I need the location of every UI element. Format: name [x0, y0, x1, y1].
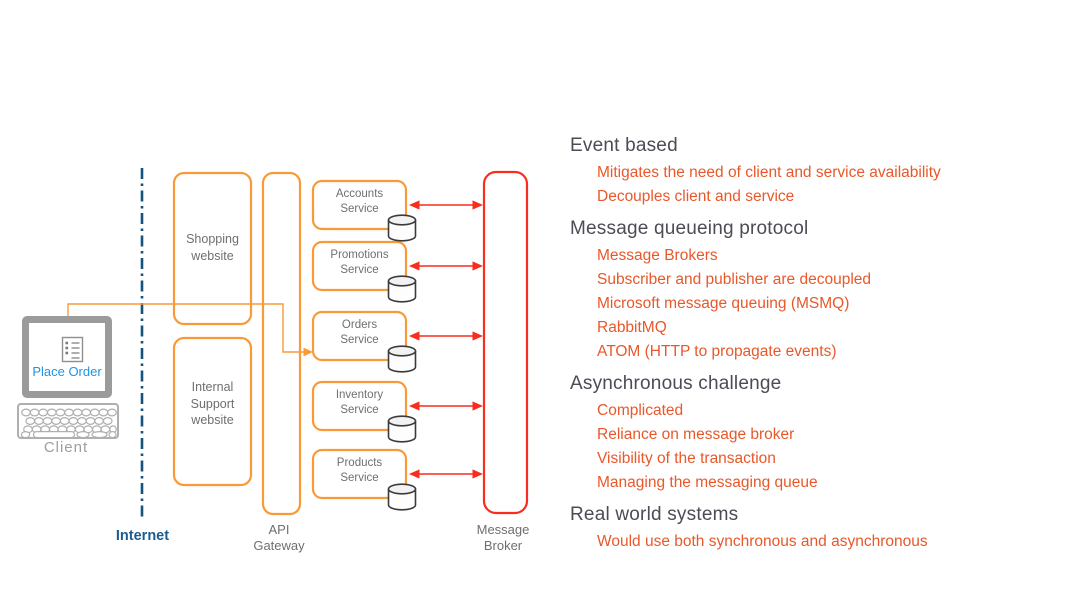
shopping-website-label: Shopping website: [186, 232, 239, 263]
orders-broker-arrow: [409, 331, 483, 341]
keyboard-row-1: [21, 408, 117, 417]
note-item: Subscriber and publisher are decoupled: [597, 271, 872, 288]
keyboard-row-2: [25, 417, 113, 426]
notes-list-message-queueing: Message Brokers Subscriber and publisher…: [570, 244, 1050, 364]
notes-panel: Event based Mitigates the need of client…: [570, 134, 1050, 562]
promotions-service-box: [311, 240, 408, 292]
client-keyboard-icon: [17, 403, 119, 439]
notes-heading-event-based: Event based: [570, 135, 678, 156]
accounts-broker-arrow: [409, 200, 483, 210]
accounts-service-box: [311, 179, 408, 231]
internet-label: Internet: [115, 528, 170, 544]
note-item: Complicated: [597, 402, 684, 419]
inventory-service-label: Inventory Service: [335, 389, 384, 416]
service-broker-arrows: [409, 200, 483, 479]
api-gateway-label: API Gateway: [253, 522, 305, 553]
client-label: Client: [43, 439, 89, 456]
client-monitor-icon: [22, 316, 112, 398]
orders-service-box: [311, 310, 408, 362]
message-broker-label: Message Broker: [476, 522, 530, 553]
internal-support-website-label: Internal Support website: [190, 380, 235, 427]
promotions-service-label: Promotions Service: [330, 249, 389, 276]
notes-heading-asynchronous-challenge: Asynchronous challenge: [570, 373, 782, 394]
note-item: Mitigates the need of client and service…: [597, 164, 941, 181]
service-boxes: [311, 179, 408, 500]
place-order-label: Place Order: [32, 364, 102, 379]
products-broker-arrow: [409, 469, 483, 479]
accounts-db-icon: [387, 214, 417, 242]
orders-service-label: Orders Service: [340, 319, 379, 346]
accounts-service-label: Accounts Service: [335, 188, 384, 215]
database-cylinder-icons: [387, 214, 417, 511]
inventory-broker-arrow: [409, 401, 483, 411]
shopping-website-box: [172, 171, 253, 326]
note-item: Reliance on message broker: [597, 426, 795, 443]
keyboard-row-4: [20, 431, 117, 439]
notes-list-asynchronous-challenge: Complicated Reliance on message broker V…: [570, 399, 1050, 495]
promotions-broker-arrow: [409, 261, 483, 271]
internal-support-website-box: [172, 336, 253, 487]
note-item: Visibility of the transaction: [597, 450, 776, 467]
notes-list-event-based: Mitigates the need of client and service…: [570, 161, 1050, 209]
place-order-connector: [67, 303, 313, 357]
note-item: Managing the messaging queue: [597, 474, 818, 491]
notes-heading-real-world-systems: Real world systems: [570, 504, 739, 525]
promotions-db-icon: [387, 275, 417, 303]
api-gateway-box: [261, 171, 302, 516]
message-broker-box: [482, 170, 529, 515]
products-db-icon: [387, 483, 417, 511]
inventory-db-icon: [387, 415, 417, 443]
inventory-service-box: [311, 380, 408, 432]
order-form-icon: [61, 336, 84, 363]
notes-heading-message-queueing: Message queueing protocol: [570, 218, 809, 239]
note-item: Decouples client and service: [597, 188, 795, 205]
note-item: ATOM (HTTP to propagate events): [597, 343, 837, 360]
note-item: Would use both synchronous and asynchron…: [597, 533, 928, 550]
note-item: Microsoft message queuing (MSMQ): [597, 295, 850, 312]
note-item: Message Brokers: [597, 247, 718, 264]
connector-arrowhead: [303, 347, 313, 357]
products-service-box: [311, 448, 408, 500]
note-item: RabbitMQ: [597, 319, 667, 336]
products-service-label: Products Service: [336, 457, 383, 484]
notes-list-real-world-systems: Would use both synchronous and asynchron…: [570, 530, 1050, 554]
orders-db-icon: [387, 345, 417, 373]
